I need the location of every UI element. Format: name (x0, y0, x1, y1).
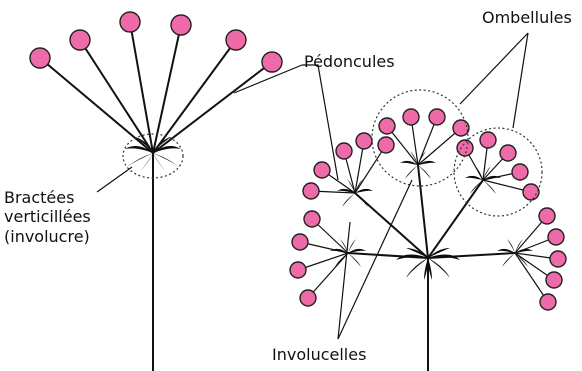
flower (378, 137, 394, 153)
flower (120, 12, 140, 32)
flower (540, 294, 556, 310)
flower (304, 211, 320, 227)
label-involucelles: Involucelles (272, 345, 366, 364)
leader-bractees (97, 167, 132, 192)
umbellet (457, 132, 539, 200)
involucel (465, 166, 501, 194)
flower (300, 290, 316, 306)
label-bractees-line2: verticillées (4, 207, 91, 226)
label-pedoncules: Pédoncules (304, 52, 395, 71)
leader-ombellules (460, 33, 528, 104)
flower (30, 48, 50, 68)
umbellet-highlight-circle (454, 128, 542, 216)
flower (548, 229, 564, 245)
leader-involucelles (338, 222, 350, 339)
flower (262, 52, 282, 72)
flower (356, 133, 372, 149)
flower (226, 30, 246, 50)
flower (314, 162, 330, 178)
compound-umbel (290, 90, 566, 371)
flowers-left (30, 12, 282, 72)
flower (539, 208, 555, 224)
flower (403, 109, 419, 125)
flower (512, 164, 528, 180)
flower (303, 183, 319, 199)
flower (379, 118, 395, 134)
flower (292, 234, 308, 250)
flower (550, 251, 566, 267)
pedicels (387, 117, 461, 165)
involucel (400, 151, 436, 179)
flower (523, 184, 539, 200)
flower (480, 132, 496, 148)
flower (457, 140, 473, 156)
pedicels (298, 219, 348, 298)
flower (546, 272, 562, 288)
flower (171, 15, 191, 35)
leader-involucelles (338, 180, 412, 339)
umbellet (290, 211, 366, 306)
label-bractees-line3: (involucre) (4, 227, 90, 246)
umbellet (303, 133, 394, 207)
flower (429, 109, 445, 125)
umbellet (497, 208, 566, 310)
flower (70, 30, 90, 50)
leader-ombellules (513, 33, 528, 128)
flower (336, 143, 352, 159)
flower (500, 145, 516, 161)
label-bractees-line1: Bractées (4, 188, 74, 207)
label-ombellules: Ombellules (482, 8, 572, 27)
flower (453, 120, 469, 136)
flower (290, 262, 306, 278)
